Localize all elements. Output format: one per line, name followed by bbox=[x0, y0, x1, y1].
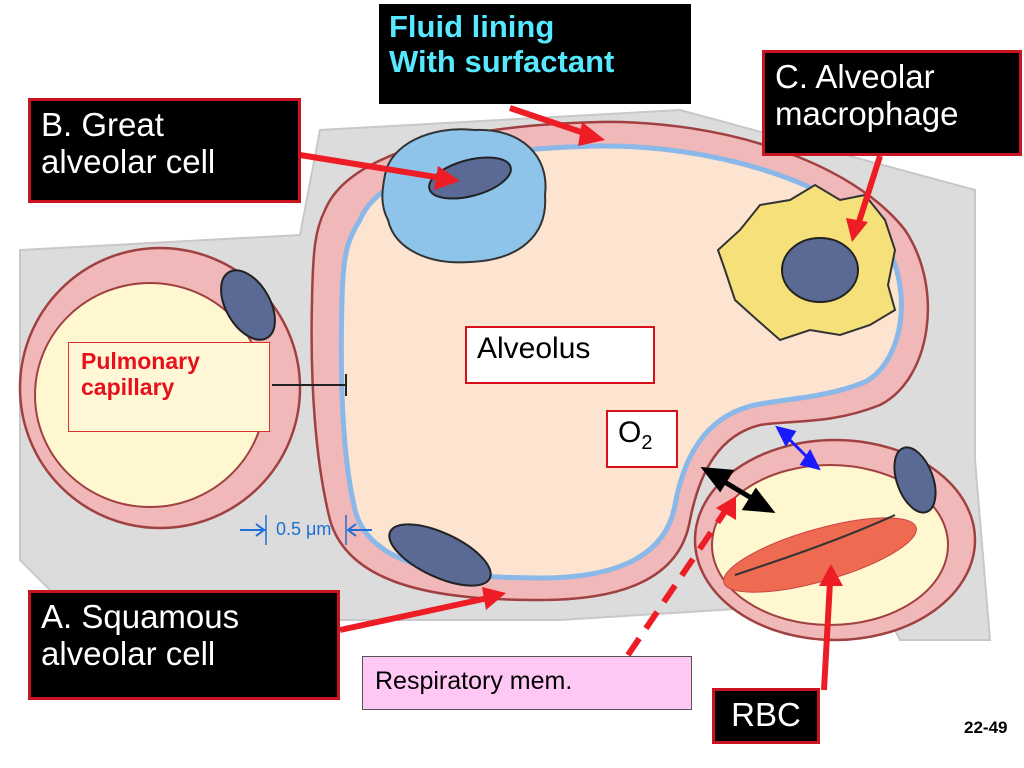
scale-label: 0.5 μm bbox=[276, 519, 332, 539]
great-cell-label: B. Great alveolar cell bbox=[28, 98, 301, 203]
great-cell-line-2: alveolar cell bbox=[41, 142, 216, 180]
arrow-great-cell bbox=[299, 152, 443, 181]
great-cell-nucleus bbox=[428, 156, 512, 200]
squamous-cell-label: A. Squamous alveolar cell bbox=[28, 590, 340, 700]
macrophage-line-2: macrophage bbox=[775, 94, 959, 132]
arrow-fluid-lining bbox=[509, 105, 591, 138]
o2-subscript: 2 bbox=[641, 432, 653, 454]
slide-number: 22-49 bbox=[964, 718, 1008, 737]
arrow-resp-mem-head bbox=[716, 496, 736, 520]
fluid-lining-line-2: With surfactant bbox=[389, 43, 615, 79]
right-endothelial-nucleus bbox=[893, 446, 937, 514]
arrow-squamous bbox=[339, 595, 489, 633]
o2-text: O2 bbox=[618, 416, 666, 454]
alveolus-label: Alveolus bbox=[465, 326, 655, 384]
arrow-great-cell-head bbox=[434, 166, 460, 190]
blue-double-arrow bbox=[775, 425, 821, 471]
rbc-label: RBC bbox=[712, 688, 820, 744]
fluid-lining-line-1: Fluid lining bbox=[389, 9, 555, 44]
scale-arrow-left bbox=[240, 523, 266, 537]
left-endothelial-nucleus bbox=[220, 269, 276, 341]
respiratory-membrane-text: Respiratory mem. bbox=[375, 667, 573, 695]
macrophage-label: C. Alveolar macrophage bbox=[762, 50, 1022, 156]
squamous-line-2: alveolar cell bbox=[41, 634, 216, 672]
arrow-rbc bbox=[821, 581, 833, 691]
pulmonary-line-2: capillary bbox=[81, 373, 175, 400]
scale-arrow-right bbox=[346, 523, 372, 537]
rbc-center-line bbox=[734, 514, 896, 576]
great-cell-line-1: B. Great bbox=[41, 106, 164, 143]
fluid-lining-label: Fluid lining With surfactant bbox=[379, 4, 691, 104]
squamous-cell-nucleus bbox=[388, 523, 492, 587]
respiratory-membrane-label: Respiratory mem. bbox=[362, 656, 692, 710]
pulmonary-line-1: Pulmonary bbox=[81, 348, 200, 374]
label-arrows bbox=[299, 105, 883, 691]
squamous-line-1: A. Squamous bbox=[41, 598, 240, 635]
arrow-fluid-lining-head bbox=[578, 122, 605, 146]
macrophage-nucleus bbox=[781, 237, 859, 303]
alveolus-text: Alveolus bbox=[477, 332, 591, 365]
arrow-resp-mem bbox=[625, 508, 729, 657]
black-double-arrow bbox=[700, 467, 776, 513]
arrow-macrophage-head bbox=[846, 218, 868, 242]
o2-label: O2 bbox=[606, 410, 678, 468]
rbc-text: RBC bbox=[731, 696, 801, 733]
macrophage-line-1: C. Alveolar bbox=[775, 58, 935, 95]
arrow-squamous-head bbox=[482, 587, 506, 610]
arrow-macrophage bbox=[855, 155, 883, 226]
arrow-rbc-head bbox=[819, 564, 843, 586]
pulmonary-capillary-label: Pulmonary capillary bbox=[68, 342, 270, 432]
o2-main: O bbox=[618, 416, 642, 449]
